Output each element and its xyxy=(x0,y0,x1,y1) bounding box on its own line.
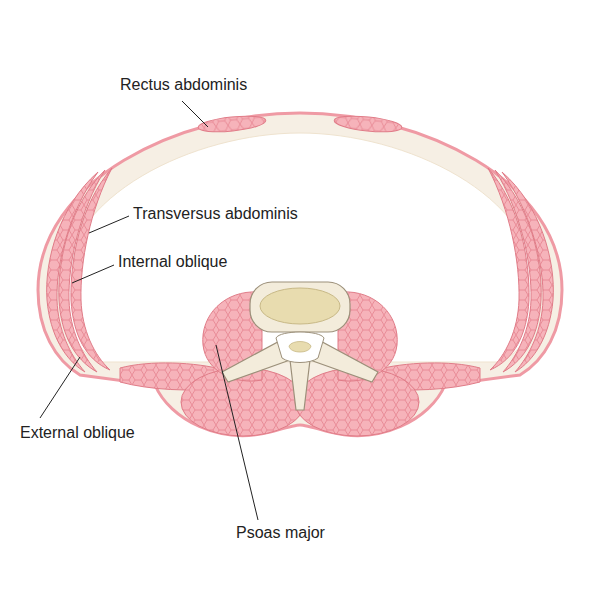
leader-lines xyxy=(40,101,258,520)
lateral-muscles xyxy=(488,168,553,372)
rectus-muscle xyxy=(197,113,266,134)
abdominal-cavity xyxy=(63,133,537,362)
muscle-label: Internal oblique xyxy=(118,253,227,271)
muscle-label: Rectus abdominis xyxy=(120,76,247,94)
body-wall xyxy=(38,113,562,435)
vertebra xyxy=(222,282,378,410)
muscle-label: Psoas major xyxy=(236,524,325,542)
muscle-label: External oblique xyxy=(20,424,135,442)
rectus-muscle xyxy=(333,113,402,134)
muscle-label: Transversus abdominis xyxy=(133,205,298,223)
